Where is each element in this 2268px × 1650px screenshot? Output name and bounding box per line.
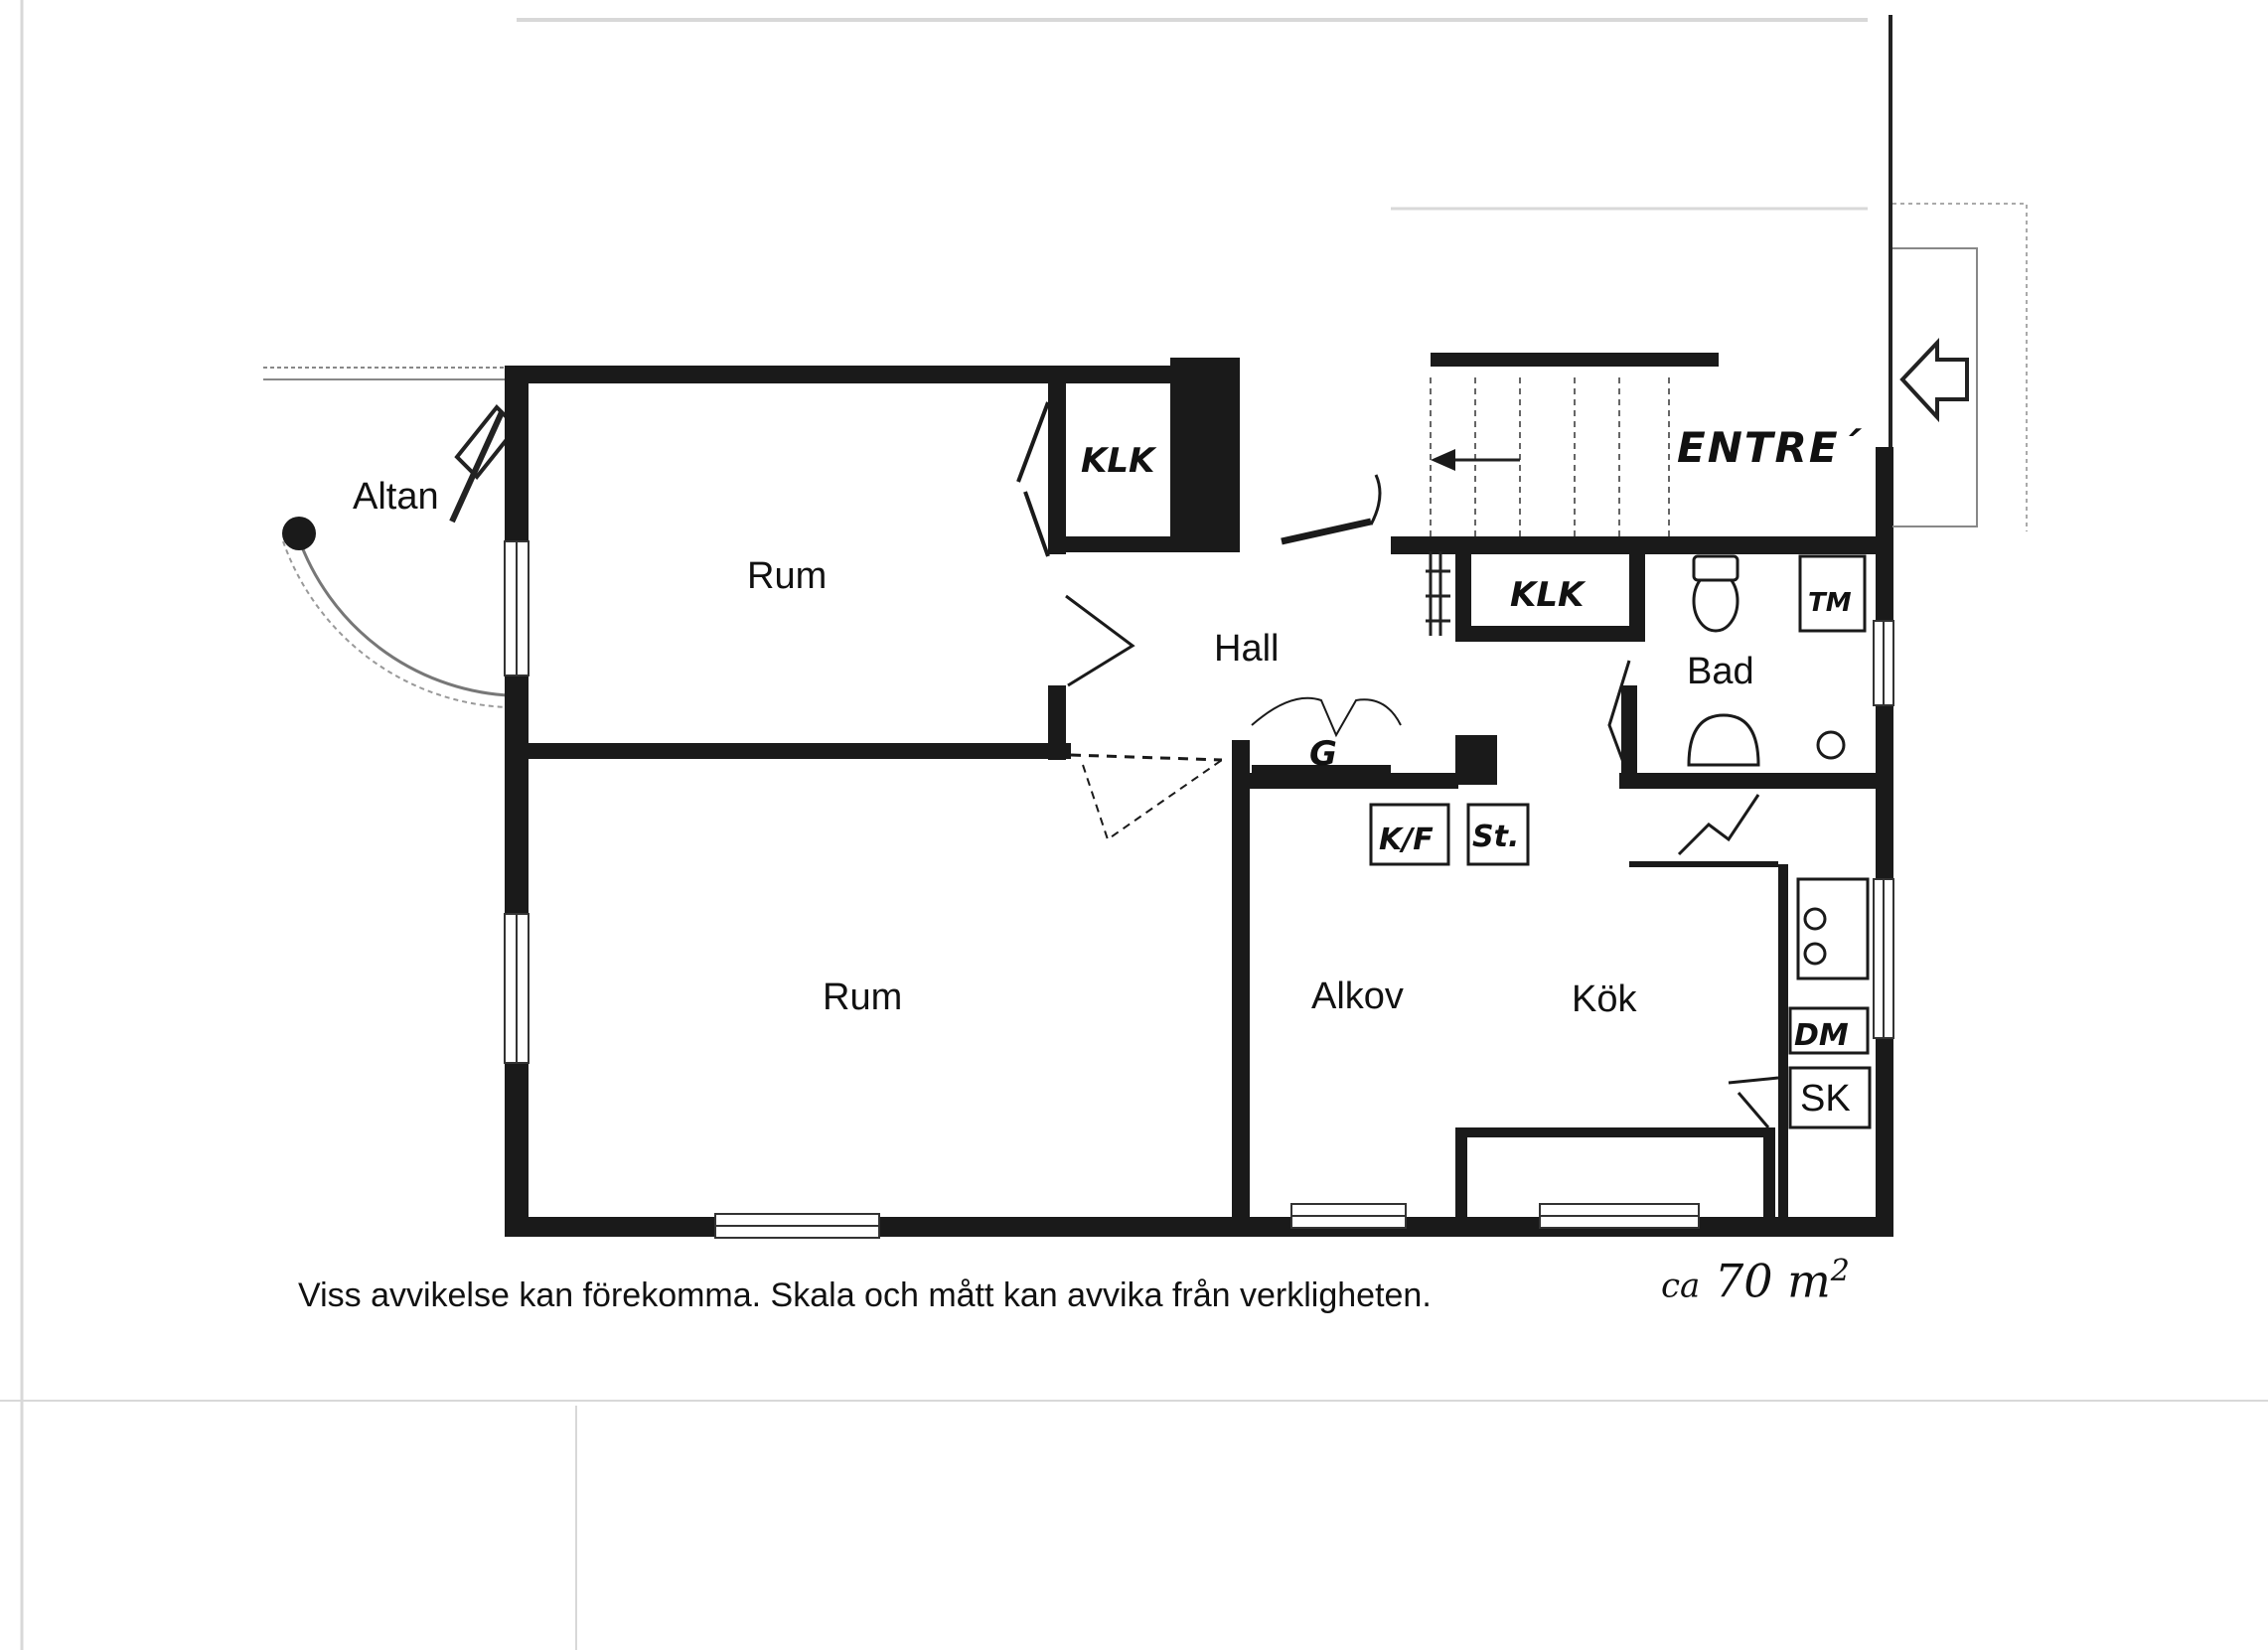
annotations: KLK KLK ENTRE´ G K/F St. TM DM SK	[1081, 423, 1863, 1120]
dm-label: DM	[1794, 1018, 1849, 1053]
area-prefix: ca	[1661, 1266, 1701, 1306]
st-box	[1466, 803, 1530, 866]
room-rum-top: Rum	[747, 555, 827, 597]
windows	[504, 540, 1894, 1239]
tm-label: TM	[1808, 588, 1852, 618]
stove-icon	[1796, 877, 1870, 980]
disclaimer-caption: Viss avvikelse kan förekomma. Skala och …	[298, 1276, 1432, 1314]
altan-balcony	[263, 367, 520, 708]
klk-label-1: KLK	[1081, 441, 1157, 481]
entre-label: ENTRE´	[1677, 423, 1863, 472]
sk-box	[1788, 1066, 1872, 1129]
sink-icon	[1687, 713, 1760, 767]
dm-box	[1788, 1006, 1870, 1055]
walls	[505, 358, 1893, 1237]
st-label: St.	[1472, 820, 1519, 854]
area-label: ca 70 m2	[1661, 1254, 1850, 1307]
kf-box	[1369, 803, 1450, 866]
kf-label: K/F	[1379, 823, 1434, 857]
tm-box	[1798, 554, 1867, 633]
room-kok: Kök	[1572, 978, 1637, 1020]
klk-label-2: KLK	[1510, 575, 1587, 615]
room-alkov: Alkov	[1311, 975, 1404, 1017]
room-bad: Bad	[1687, 651, 1754, 692]
room-altan: Altan	[353, 476, 439, 518]
room-hall: Hall	[1214, 628, 1279, 670]
toilet-icon	[1692, 554, 1739, 633]
room-labels: Altan Rum Rum Hall Alkov Kök Bad	[353, 476, 1754, 1020]
altan-post-icon	[282, 517, 316, 550]
sk-label: SK	[1800, 1078, 1851, 1120]
area-value: 70 m	[1714, 1254, 1831, 1308]
room-rum-bottom: Rum	[823, 976, 902, 1018]
area-sup: 2	[1830, 1254, 1850, 1288]
doors	[1016, 401, 1779, 1128]
entrance-stairs	[1430, 203, 2028, 536]
fixtures	[1369, 551, 1872, 1129]
g-label: G	[1309, 734, 1337, 774]
entrance-arrow-icon	[1899, 337, 1969, 423]
